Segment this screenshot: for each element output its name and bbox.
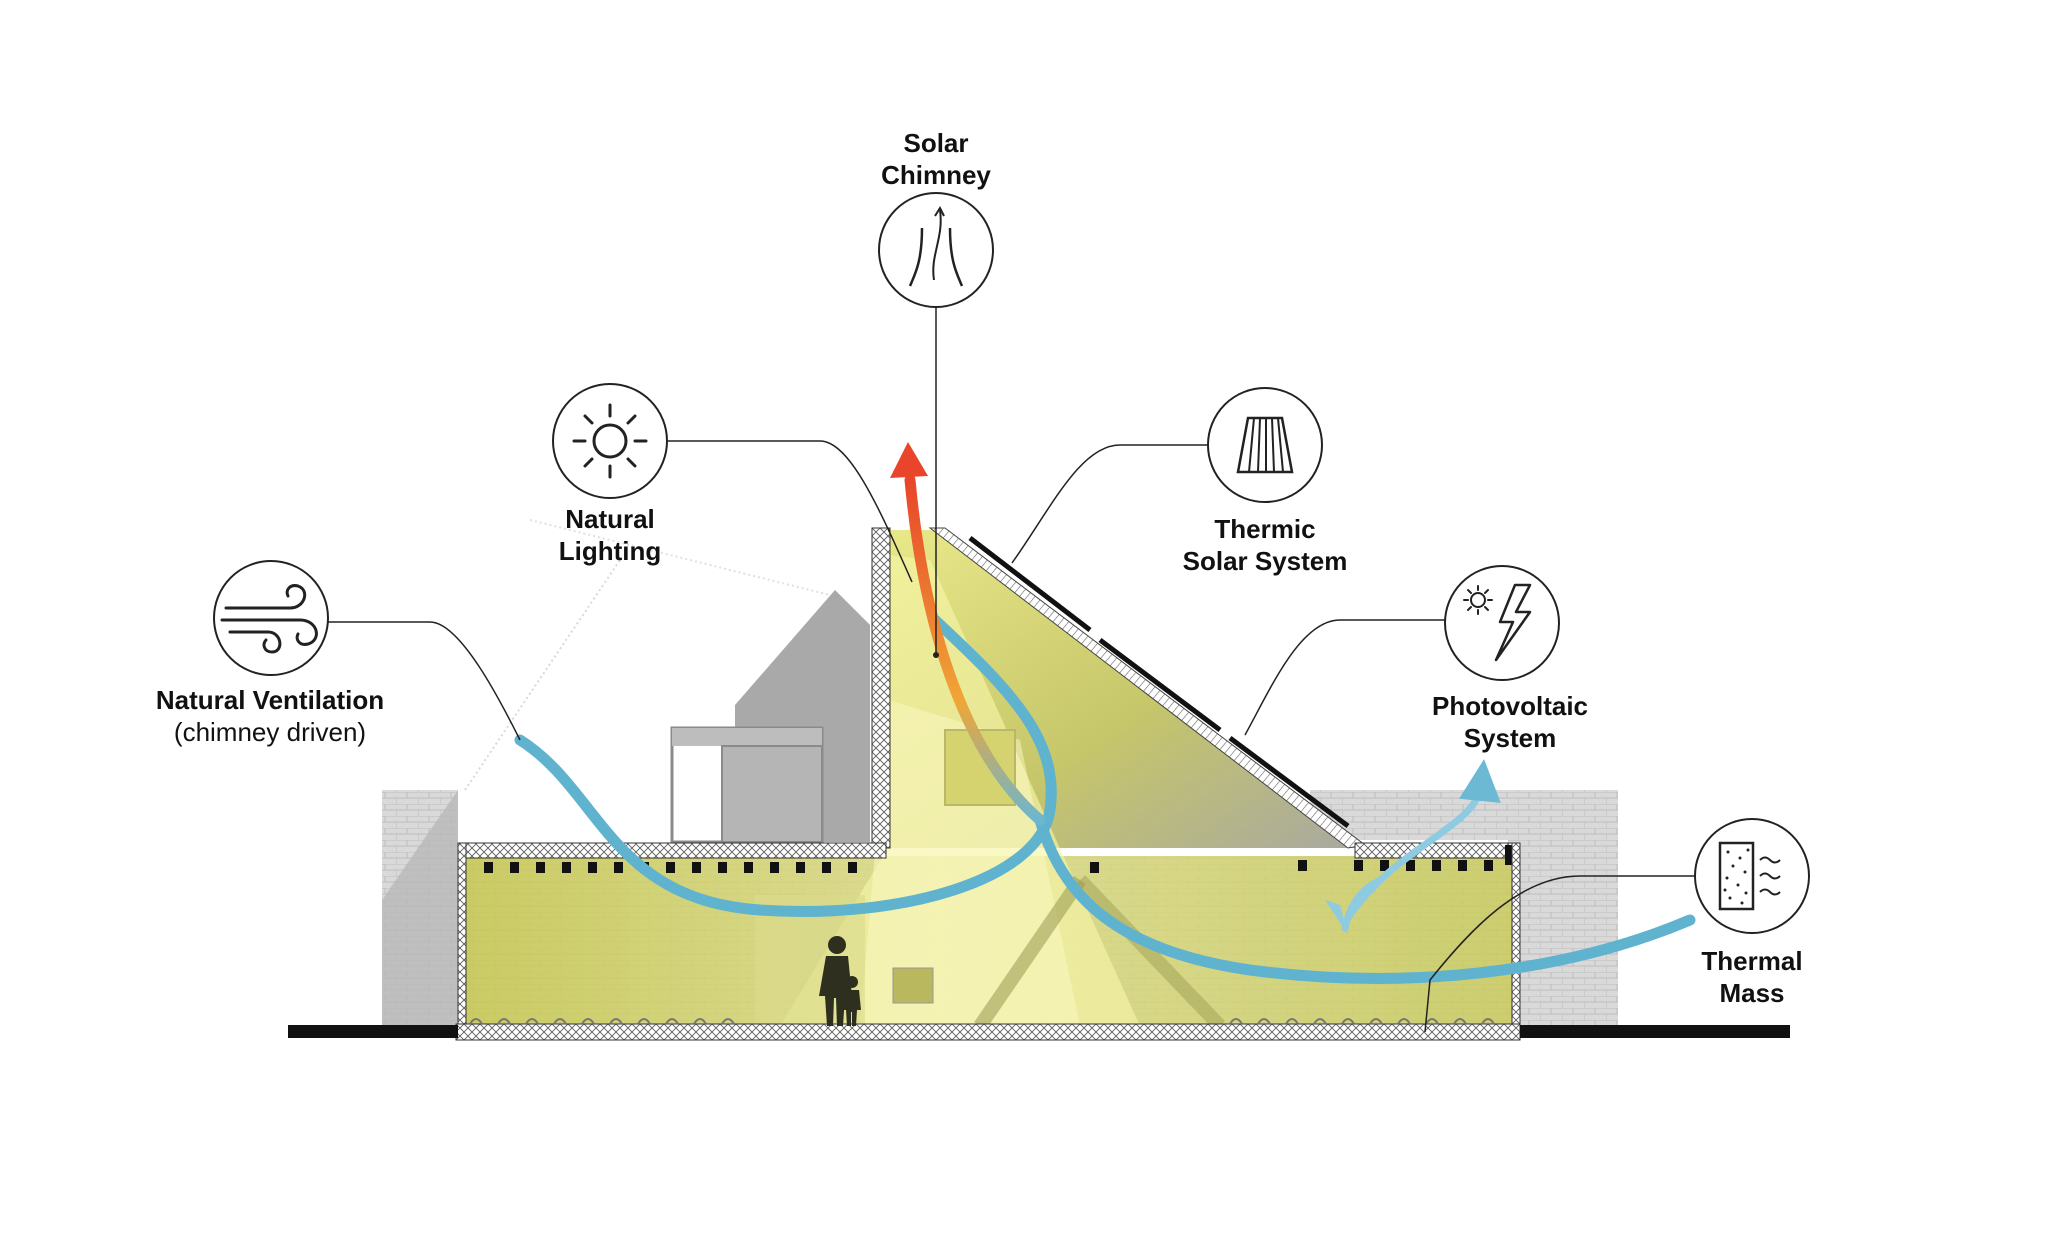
left-wall-shadow xyxy=(382,790,458,1026)
interior-left-wall xyxy=(457,842,467,1027)
label-solar-chimney: Solar Chimney xyxy=(881,128,991,190)
solar-panel-2 xyxy=(1098,638,1222,732)
solar-panel-1 xyxy=(968,536,1092,632)
roof-slab-left xyxy=(457,842,887,859)
airflow-ventilation-in xyxy=(514,614,1057,918)
light-beam-core xyxy=(860,700,1080,1026)
leader-lines xyxy=(328,307,1695,1033)
leader-dot-chimney xyxy=(933,652,939,658)
airflow-thermal-mass xyxy=(1034,814,1696,984)
interior-right-wall xyxy=(1511,842,1521,1027)
ground-right xyxy=(1520,1025,1790,1038)
wind-icon xyxy=(213,560,329,676)
window-divider xyxy=(672,728,822,746)
updraft-arrowhead xyxy=(890,442,928,478)
roof-beams xyxy=(484,845,1514,873)
solar-panel-3 xyxy=(1228,735,1350,829)
ground-left xyxy=(288,1025,458,1038)
sun-icon xyxy=(552,383,668,499)
right-brick-wall xyxy=(1508,790,1618,1026)
airflow-solar-loop-return xyxy=(1341,876,1384,932)
sun-lightning-icon xyxy=(1444,565,1560,681)
label-thermal-mass: Thermal Mass xyxy=(1701,946,1803,1008)
floor-slab xyxy=(455,1023,1521,1041)
upper-door xyxy=(721,745,823,843)
interior-window xyxy=(892,967,934,1004)
label-natural-lighting: Natural Lighting xyxy=(558,504,662,566)
label-natural-ventilation: Natural Ventilation (chimney driven) xyxy=(155,685,385,747)
light-ray-faint xyxy=(464,559,621,791)
roof-slab-right xyxy=(1354,842,1516,859)
chimney-wall xyxy=(871,527,891,849)
label-photovoltaic: Photovoltaic System xyxy=(1431,691,1588,753)
floor-joists xyxy=(469,1018,1495,1025)
solar-collector-icon xyxy=(1207,387,1323,503)
thermal-mass-icon xyxy=(1694,818,1810,934)
chimney-draft-icon xyxy=(878,192,994,308)
light-ray-faint-2 xyxy=(529,519,831,596)
airflow-updraft xyxy=(904,474,1046,826)
airflow-arrow-down xyxy=(1325,900,1348,935)
brace-shadow-2 xyxy=(1074,875,1226,1031)
brace-shadow-1 xyxy=(974,876,1086,1030)
people-silhouette xyxy=(819,936,861,1026)
label-thermic-solar: Thermic Solar System xyxy=(1182,514,1348,576)
